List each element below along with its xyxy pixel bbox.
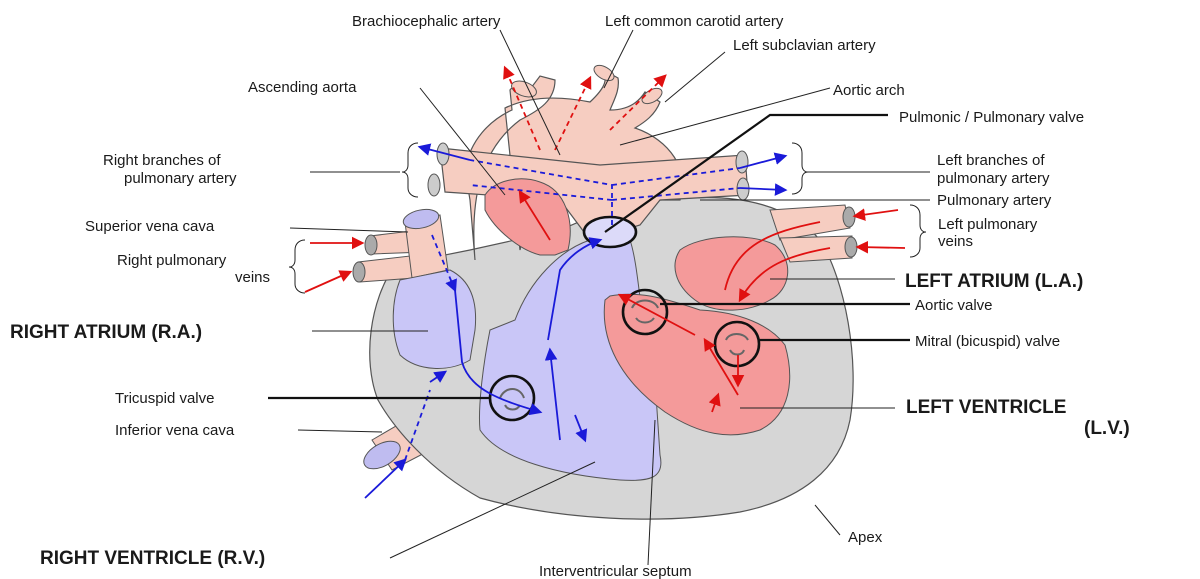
label-inferior-vena-cava: Inferior vena cava bbox=[115, 422, 235, 439]
brace-right-branches bbox=[402, 143, 418, 197]
label-interventricular-septum: Interventricular septum bbox=[539, 563, 692, 579]
left-pulmonary-vein-lower-opening bbox=[845, 237, 857, 257]
brace-right-pulmonary-veins bbox=[289, 240, 305, 293]
label-ascending-aorta: Ascending aorta bbox=[248, 79, 357, 96]
label-left-atrium: LEFT ATRIUM (L.A.) bbox=[905, 271, 1083, 292]
left-pulmonary-branch-upper-opening bbox=[736, 151, 748, 173]
label-superior-vena-cava: Superior vena cava bbox=[85, 218, 215, 235]
label-left-ventricle-line1: LEFT VENTRICLE bbox=[906, 397, 1066, 418]
right-pulmonary-vein-upper-opening bbox=[365, 235, 377, 255]
label-left-ventricle-line2: (L.V.) bbox=[1084, 418, 1130, 439]
left-pulmonary-vein-upper-opening bbox=[843, 207, 855, 227]
label-pulmonary-artery: Pulmonary artery bbox=[937, 192, 1052, 209]
label-left-subclavian-artery: Left subclavian artery bbox=[733, 37, 876, 54]
brace-left-pulmonary-veins bbox=[910, 205, 926, 257]
label-right-atrium: RIGHT ATRIUM (R.A.) bbox=[10, 322, 202, 343]
label-left-common-carotid-artery: Left common carotid artery bbox=[605, 13, 784, 30]
label-tricuspid-valve: Tricuspid valve bbox=[115, 390, 214, 407]
label-left-branches-line1: Left branches of bbox=[937, 152, 1045, 169]
label-mitral-valve: Mitral (bicuspid) valve bbox=[915, 333, 1060, 350]
flow-rpv-lower bbox=[305, 272, 350, 292]
flow-lpv-lower bbox=[858, 247, 905, 248]
label-right-ventricle: RIGHT VENTRICLE (R.V.) bbox=[40, 548, 265, 569]
label-right-branches-line1: Right branches of bbox=[103, 152, 221, 169]
label-left-branches-line2: pulmonary artery bbox=[937, 170, 1050, 187]
flow-lpv-upper bbox=[855, 210, 898, 216]
label-brachiocephalic-artery: Brachiocephalic artery bbox=[352, 13, 501, 30]
label-pulmonic-valve: Pulmonic / Pulmonary valve bbox=[899, 109, 1084, 126]
label-aortic-arch: Aortic arch bbox=[833, 82, 905, 99]
brace-left-branches bbox=[792, 143, 808, 194]
label-right-pulmonary-veins-line1: Right pulmonary bbox=[117, 252, 227, 269]
left-pulmonary-vein-upper bbox=[770, 205, 850, 240]
label-apex: Apex bbox=[848, 529, 883, 546]
label-left-pulmonary-veins-line2: veins bbox=[938, 233, 973, 250]
label-right-branches-line2: pulmonary artery bbox=[124, 170, 237, 187]
label-left-pulmonary-veins-line1: Left pulmonary bbox=[938, 216, 1038, 233]
heart-anatomy bbox=[353, 62, 857, 519]
right-pulmonary-vein-lower-opening bbox=[353, 262, 365, 282]
label-aortic-valve: Aortic valve bbox=[915, 297, 993, 314]
right-atrium-chamber bbox=[393, 270, 475, 368]
right-pulmonary-branch-lower-opening bbox=[428, 174, 440, 196]
right-pulmonary-vein-lower bbox=[358, 256, 414, 282]
label-right-pulmonary-veins-line2: veins bbox=[235, 269, 270, 286]
